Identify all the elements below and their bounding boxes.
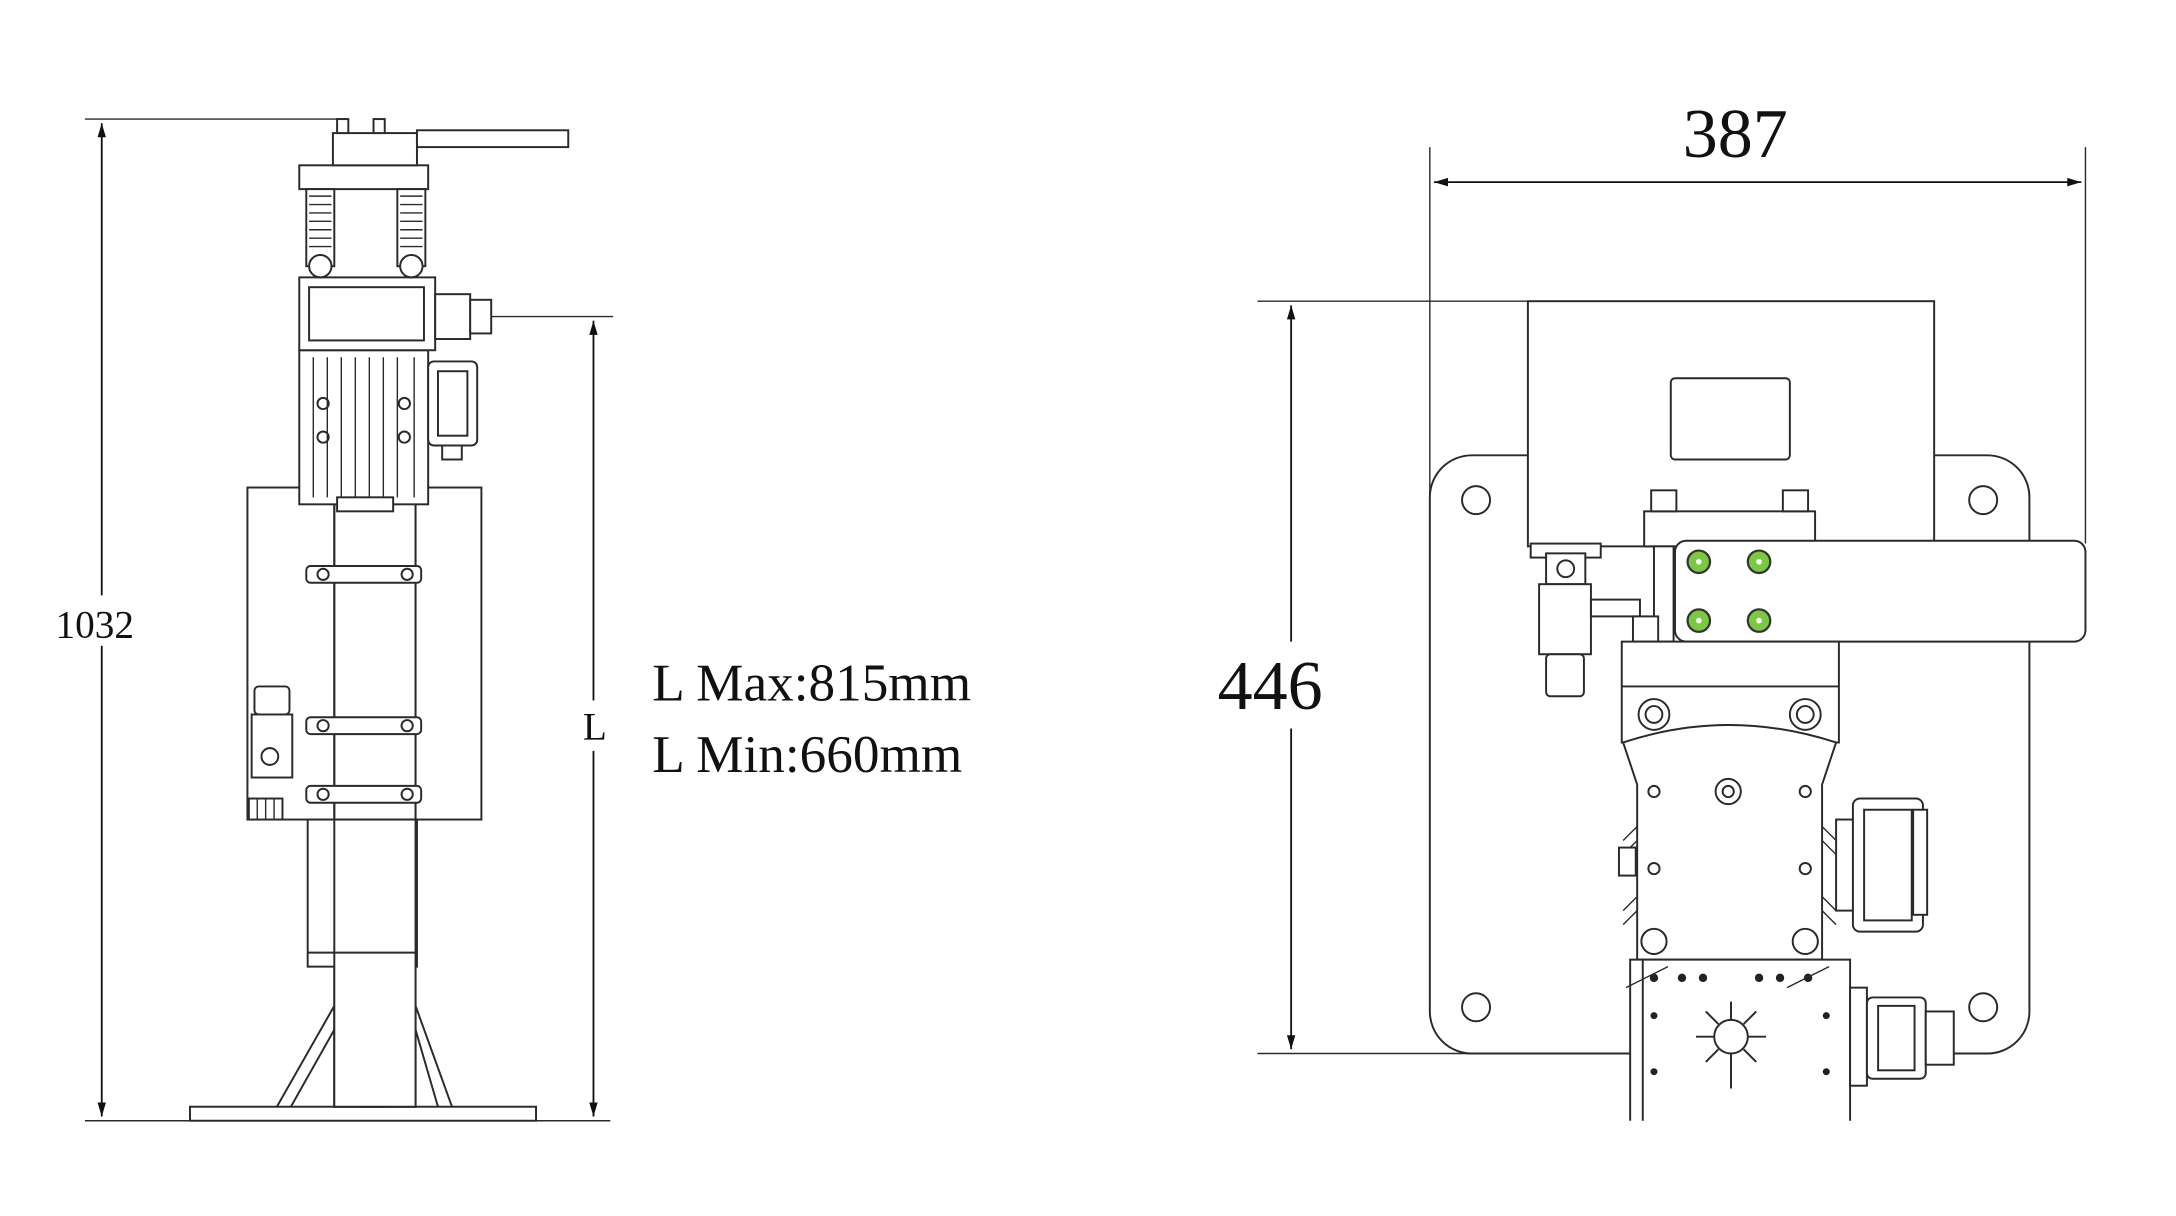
side-motor	[1835, 797, 1929, 933]
nameplate	[1669, 377, 1791, 461]
clamp-arm	[1674, 539, 2087, 643]
height-dim-label: 1032	[56, 603, 134, 646]
body	[1617, 640, 1840, 961]
side-view: 1032 L L Max:815mm L Min:660mm	[56, 118, 971, 1122]
depth-dim-label: 446	[1218, 648, 1323, 725]
top-view: 387 446	[1208, 96, 2087, 1121]
height-dimension: 1032	[56, 118, 611, 1122]
depth-dimension: 446	[1208, 300, 1935, 1055]
gearbox	[298, 276, 493, 352]
width-dim-label: 387	[1683, 96, 1788, 173]
stroke-dimension: L	[491, 315, 614, 1117]
limit-switch	[247, 685, 294, 821]
clamps	[305, 564, 423, 804]
top-housing	[1526, 300, 1936, 548]
top-actuator	[298, 118, 570, 279]
bottom-unit	[1625, 958, 1955, 1121]
stroke-min-text: L Min:660mm	[652, 725, 962, 784]
handle	[415, 129, 570, 149]
stroke-max-text: L Max:815mm	[652, 653, 971, 712]
sun-symbol	[1696, 1001, 1767, 1089]
side-valve	[1529, 542, 1641, 698]
motor	[298, 349, 479, 513]
stroke-dim-label: L	[583, 706, 607, 749]
